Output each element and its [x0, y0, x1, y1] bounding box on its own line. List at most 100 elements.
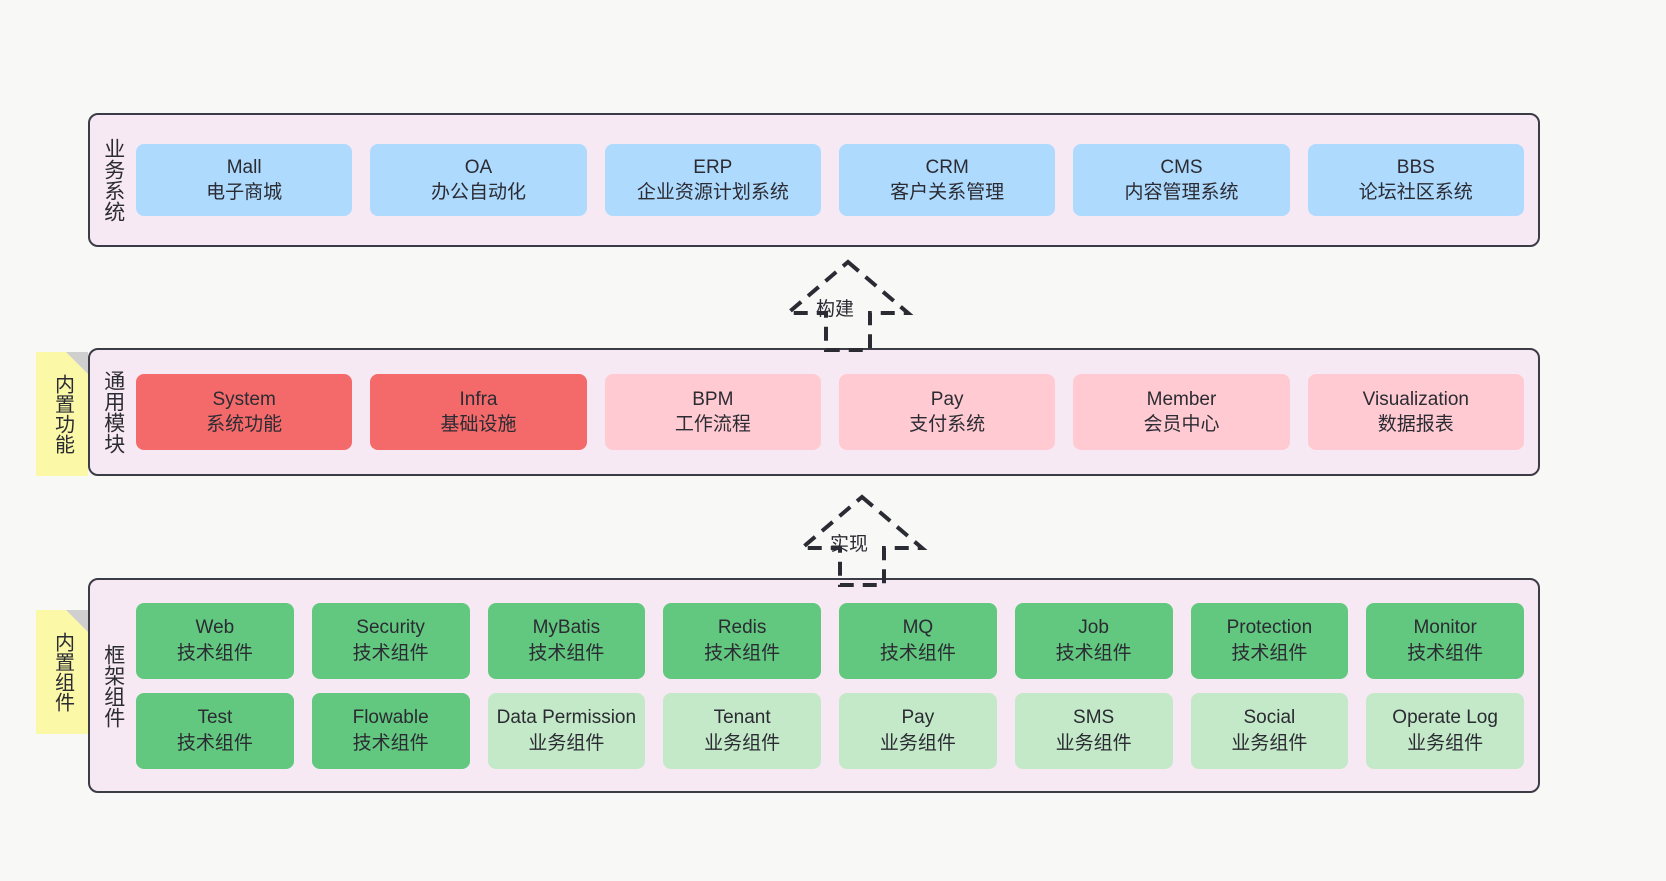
card-pay-component[interactable]: Pay 业务组件: [839, 692, 997, 769]
card-title-en: Pay: [901, 707, 935, 729]
card-social[interactable]: Social 业务组件: [1190, 692, 1349, 769]
card-title-en: SMS: [1073, 707, 1115, 729]
card-mq[interactable]: MQ 技术组件: [839, 602, 997, 679]
card-oa[interactable]: OA 办公自动化: [370, 144, 587, 216]
card-title-cn: 技术组件: [1231, 642, 1308, 664]
card-flowable[interactable]: Flowable 技术组件: [311, 692, 470, 769]
card-cms[interactable]: CMS 内容管理系统: [1073, 144, 1290, 216]
connector-build-arrow: 构建: [758, 258, 938, 352]
card-bbs[interactable]: BBS 论坛社区系统: [1307, 144, 1524, 216]
card-title-cn: 技术组件: [1055, 642, 1132, 664]
sticky-fold-icon: [66, 610, 88, 632]
card-title-en: OA: [464, 156, 493, 178]
card-title-cn: 系统功能: [206, 414, 283, 435]
card-title-cn: 业务组件: [1055, 732, 1132, 754]
card-title-cn: 支付系统: [909, 414, 986, 435]
layer-framework-components-body: Web 技术组件 Security 技术组件 MyBatis 技术组件 Redi…: [136, 580, 1538, 791]
card-title-cn: 办公自动化: [430, 182, 526, 203]
card-redis[interactable]: Redis 技术组件: [663, 602, 821, 679]
card-title-en: System: [212, 388, 276, 410]
card-mybatis[interactable]: MyBatis 技术组件: [487, 602, 646, 679]
card-operate-log[interactable]: Operate Log 业务组件: [1366, 692, 1524, 769]
card-title-en: MQ: [902, 617, 934, 639]
card-security[interactable]: Security 技术组件: [311, 602, 470, 679]
card-title-en: Data Permission: [496, 707, 637, 729]
card-title-cn: 技术组件: [704, 642, 781, 664]
card-title-cn: 技术组件: [1407, 642, 1484, 664]
card-mall[interactable]: Mall 电子商城: [136, 144, 353, 216]
card-member[interactable]: Member 会员中心: [1073, 374, 1290, 450]
layer-common-modules-label: 通用模块: [101, 370, 125, 454]
card-title-en: Mall: [226, 156, 262, 178]
card-visualization[interactable]: Visualization 数据报表: [1307, 374, 1524, 450]
card-title-cn: 客户关系管理: [890, 182, 1005, 203]
card-title-en: Security: [356, 617, 425, 639]
card-title-en: BBS: [1396, 156, 1435, 178]
card-title-en: Operate Log: [1392, 707, 1498, 729]
sticky-note-builtin-components[interactable]: 内置组件: [36, 610, 88, 734]
card-title-en: Social: [1243, 707, 1296, 729]
card-title-cn: 业务组件: [1231, 732, 1308, 754]
card-tenant[interactable]: Tenant 业务组件: [663, 692, 821, 769]
card-erp[interactable]: ERP 企业资源计划系统: [604, 144, 821, 216]
card-row: Mall 电子商城 OA 办公自动化 ERP 企业资源计划系统 CRM 客户关系…: [136, 144, 1524, 216]
card-title-en: Protection: [1226, 617, 1313, 639]
card-title-cn: 内容管理系统: [1124, 182, 1239, 203]
card-title-cn: 业务组件: [1407, 732, 1484, 754]
sticky-note-label: 内置组件: [51, 632, 74, 712]
card-title-en: BPM: [692, 388, 734, 410]
card-title-cn: 业务组件: [528, 732, 605, 754]
card-title-cn: 工作流程: [674, 414, 751, 435]
layer-common-modules-body: System 系统功能 Infra 基础设施 BPM 工作流程 Pay 支付系统…: [136, 350, 1538, 474]
card-infra[interactable]: Infra 基础设施: [370, 374, 587, 450]
card-row: System 系统功能 Infra 基础设施 BPM 工作流程 Pay 支付系统…: [136, 374, 1524, 450]
connector-realize-arrow: 实现: [772, 493, 952, 587]
card-title-cn: 电子商城: [206, 182, 283, 203]
card-bpm[interactable]: BPM 工作流程: [604, 374, 821, 450]
sticky-note-builtin-features[interactable]: 内置功能: [36, 352, 88, 476]
card-title-en: Infra: [459, 388, 498, 410]
card-web[interactable]: Web 技术组件: [136, 602, 294, 679]
card-protection[interactable]: Protection 技术组件: [1190, 602, 1349, 679]
layer-business-system-body: Mall 电子商城 OA 办公自动化 ERP 企业资源计划系统 CRM 客户关系…: [136, 115, 1538, 245]
card-monitor[interactable]: Monitor 技术组件: [1366, 602, 1524, 679]
connector-build-label: 构建: [816, 299, 855, 320]
card-title-cn: 数据报表: [1377, 414, 1454, 435]
card-data-permission[interactable]: Data Permission 业务组件: [487, 692, 646, 769]
card-row: Web 技术组件 Security 技术组件 MyBatis 技术组件 Redi…: [136, 602, 1524, 679]
card-title-en: Test: [197, 707, 233, 729]
layer-common-modules[interactable]: 通用模块 System 系统功能 Infra 基础设施 BPM 工作流程 Pay…: [88, 348, 1540, 476]
card-title-cn: 技术组件: [879, 642, 956, 664]
card-title-cn: 技术组件: [176, 642, 253, 664]
card-title-cn: 企业资源计划系统: [636, 182, 789, 203]
card-title-en: Monitor: [1413, 617, 1477, 639]
card-title-en: Pay: [930, 388, 964, 410]
card-job[interactable]: Job 技术组件: [1014, 602, 1173, 679]
card-title-en: Job: [1078, 617, 1109, 639]
card-title-en: Flowable: [352, 707, 429, 729]
sticky-note-label: 内置功能: [51, 374, 74, 454]
card-test[interactable]: Test 技术组件: [136, 692, 294, 769]
card-title-en: CRM: [925, 156, 969, 178]
card-title-cn: 论坛社区系统: [1358, 182, 1473, 203]
sticky-fold-icon: [66, 352, 88, 374]
card-title-en: Tenant: [713, 707, 771, 729]
card-title-cn: 技术组件: [352, 732, 429, 754]
layer-framework-components[interactable]: 框架组件 Web 技术组件 Security 技术组件 MyBatis 技术组件…: [88, 578, 1540, 793]
card-title-en: MyBatis: [532, 617, 601, 639]
layer-business-system-label: 业务系统: [101, 138, 125, 222]
card-system[interactable]: System 系统功能: [136, 374, 353, 450]
card-row: Test 技术组件 Flowable 技术组件 Data Permission …: [136, 692, 1524, 769]
card-pay-module[interactable]: Pay 支付系统: [838, 374, 1056, 450]
card-title-cn: 技术组件: [528, 642, 605, 664]
card-sms[interactable]: SMS 业务组件: [1014, 692, 1173, 769]
layer-business-system[interactable]: 业务系统 Mall 电子商城 OA 办公自动化 ERP 企业资源计划系统 CRM…: [88, 113, 1540, 247]
card-title-en: CMS: [1160, 156, 1203, 178]
card-title-cn: 基础设施: [440, 414, 517, 435]
card-title-en: ERP: [693, 156, 733, 178]
connector-realize-label: 实现: [830, 534, 869, 555]
card-title-cn: 会员中心: [1143, 414, 1220, 435]
card-crm[interactable]: CRM 客户关系管理: [838, 144, 1056, 216]
card-title-cn: 业务组件: [879, 732, 956, 754]
